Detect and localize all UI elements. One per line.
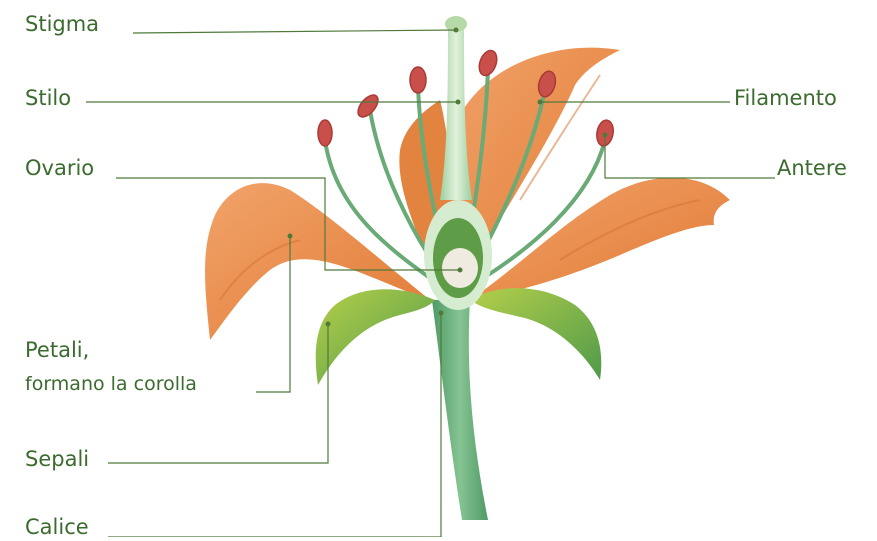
leader-antere [605,135,775,178]
label-ovario: Ovario [25,156,94,180]
label-corolla: formano la corolla [25,372,197,396]
anther-4 [476,48,500,78]
label-corolla-prefix: formano la [25,373,134,395]
sepal-left [316,289,435,385]
label-filamento: Filamento [734,86,837,110]
sepal-right [470,288,601,380]
anther-2 [354,92,381,121]
label-antere: Antere [777,156,847,180]
anther-1 [318,120,332,146]
label-calice: Calice [25,515,89,539]
leader-stigma [133,30,456,33]
label-petali: Petali, [25,338,89,362]
anther-3 [410,67,426,93]
label-corolla-word: corolla [134,373,197,395]
petal-left [205,183,430,340]
leader-calice [108,313,441,537]
label-stigma: Stigma [25,12,99,36]
label-stilo: Stilo [25,86,71,110]
label-sepali: Sepali [25,447,89,471]
